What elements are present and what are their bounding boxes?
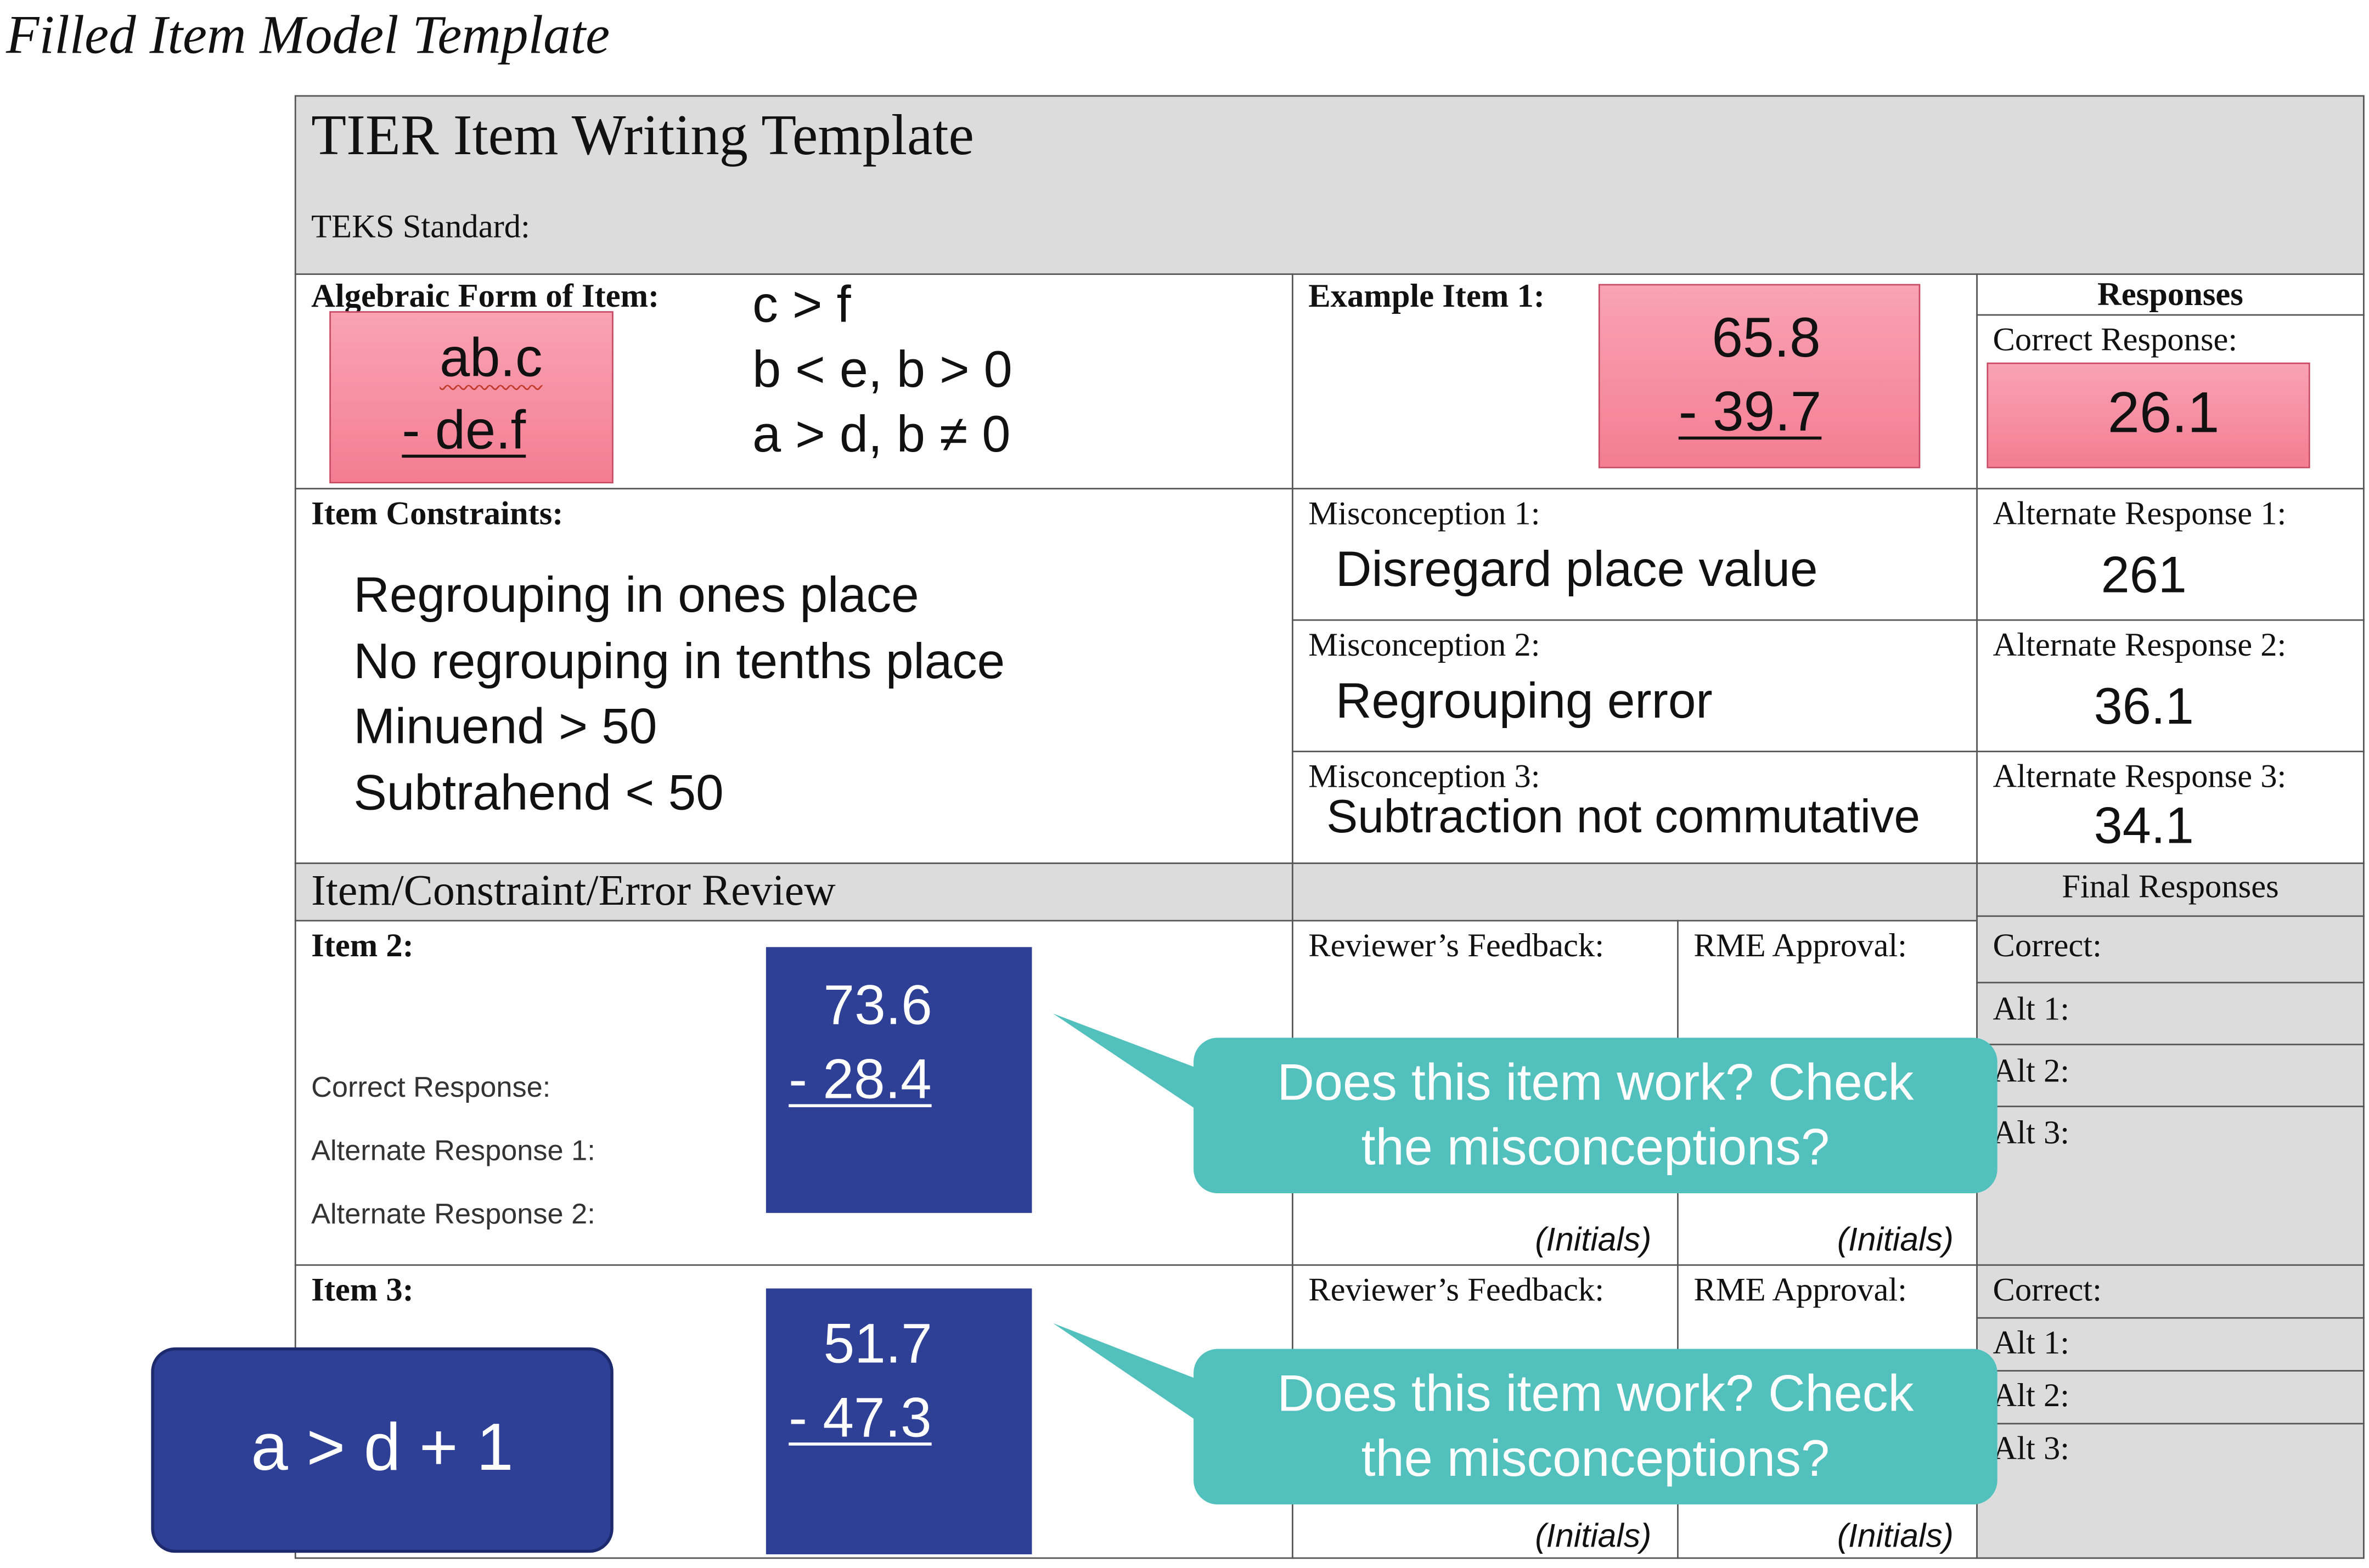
item-3-callout-tail bbox=[1053, 1323, 1209, 1429]
item-2-final-correct: Correct: bbox=[1993, 926, 2102, 964]
item-2-bubble-line1: Does this item work? Check bbox=[1277, 1054, 1914, 1112]
misconception-3-value: Subtraction not commutative bbox=[1326, 789, 1920, 843]
misconception-2-value: Regrouping error bbox=[1335, 672, 1713, 729]
algebraic-line2: - de.f bbox=[402, 398, 526, 461]
item-2-feedback-label: Reviewer’s Feedback: bbox=[1308, 926, 1605, 964]
algebraic-constraint-1: c > f bbox=[752, 276, 851, 334]
header-band bbox=[294, 95, 2365, 274]
algebraic-form-box bbox=[329, 311, 614, 484]
item-2-callout-tail bbox=[1053, 1013, 1209, 1118]
constraint-4: Subtrahend < 50 bbox=[353, 764, 724, 820]
final-responses-column bbox=[1976, 862, 2365, 1559]
item-3-line2: - 47.3 bbox=[789, 1386, 932, 1449]
item-3-line1: 51.7 bbox=[823, 1312, 932, 1375]
algebraic-form-label: Algebraic Form of Item: bbox=[311, 276, 660, 314]
item-2-alt1-label: Alternate Response 1: bbox=[311, 1136, 595, 1168]
template-table bbox=[294, 95, 2365, 1559]
item-3-approval-initials: (Initials) bbox=[1837, 1516, 1954, 1555]
correct-response-box bbox=[1987, 362, 2310, 469]
item-2-box bbox=[766, 947, 1032, 1213]
item-2-line1: 73.6 bbox=[823, 974, 932, 1036]
algebraic-constraint-3: a > d, b ≠ 0 bbox=[752, 406, 1011, 464]
item-2-final-alt2: Alt 2: bbox=[1993, 1051, 2070, 1090]
item-2-line2: - 28.4 bbox=[789, 1048, 932, 1110]
teks-standard-label: TEKS Standard: bbox=[311, 207, 530, 245]
item-3-approval-label: RME Approval: bbox=[1693, 1270, 1907, 1308]
example-line1: 65.8 bbox=[1712, 306, 1821, 369]
item-2-label: Item 2: bbox=[311, 926, 414, 964]
example-item-label: Example Item 1: bbox=[1308, 276, 1545, 314]
item-3-bubble-line2: the misconceptions? bbox=[1361, 1430, 1830, 1488]
misconception-1-value: Disregard place value bbox=[1335, 540, 1818, 597]
misconception-1-label: Misconception 1: bbox=[1308, 494, 1540, 532]
item-2-approval-initials: (Initials) bbox=[1837, 1220, 1954, 1259]
item-2-alt2-label: Alternate Response 2: bbox=[311, 1199, 595, 1231]
item-2-approval-label: RME Approval: bbox=[1693, 926, 1907, 964]
added-constraint-box: a > d + 1 bbox=[151, 1347, 614, 1553]
review-band bbox=[294, 862, 1977, 920]
alt-response-1-value: 261 bbox=[2101, 546, 2187, 605]
item-2-review-bubble: Does this item work? Check the misconcep… bbox=[1194, 1037, 1997, 1194]
alt-response-2-value: 36.1 bbox=[2094, 678, 2194, 736]
correct-response-value: 26.1 bbox=[2107, 382, 2220, 446]
item-3-final-alt3: Alt 3: bbox=[1993, 1429, 2070, 1467]
misconception-3-label: Misconception 3: bbox=[1308, 757, 1540, 795]
added-constraint-text: a > d + 1 bbox=[251, 1411, 514, 1485]
item-2-bubble-line2: the misconceptions? bbox=[1361, 1119, 1830, 1177]
constraint-2: No regrouping in tenths place bbox=[353, 633, 1005, 689]
constraint-3: Minuend > 50 bbox=[353, 697, 657, 754]
correct-response-label: Correct Response: bbox=[1993, 320, 2238, 358]
algebraic-line1: ab.c bbox=[440, 326, 543, 388]
misconception-2-label: Misconception 2: bbox=[1308, 625, 1540, 663]
item-3-box bbox=[766, 1288, 1032, 1555]
item-3-review-bubble: Does this item work? Check the misconcep… bbox=[1194, 1349, 1997, 1505]
alt-response-3-label: Alternate Response 3: bbox=[1993, 757, 2287, 795]
item-2-final-alt3: Alt 3: bbox=[1993, 1113, 2070, 1151]
item-2-final-alt1: Alt 1: bbox=[1993, 989, 2070, 1028]
review-title: Item/Constraint/Error Review bbox=[311, 867, 836, 916]
alt-response-2-label: Alternate Response 2: bbox=[1993, 625, 2287, 663]
final-responses-header: Final Responses bbox=[2062, 867, 2279, 905]
alt-response-1-label: Alternate Response 1: bbox=[1993, 494, 2287, 532]
constraint-1: Regrouping in ones place bbox=[353, 566, 919, 623]
item-3-feedback-label: Reviewer’s Feedback: bbox=[1308, 1270, 1605, 1308]
responses-header: Responses bbox=[2097, 275, 2243, 313]
item-3-label: Item 3: bbox=[311, 1270, 414, 1308]
template-title: TIER Item Writing Template bbox=[311, 104, 974, 168]
item-3-final-alt2: Alt 2: bbox=[1993, 1376, 2070, 1414]
item-3-final-alt1: Alt 1: bbox=[1993, 1323, 2070, 1361]
alt-response-3-value: 34.1 bbox=[2094, 797, 2194, 855]
example-line2: - 39.7 bbox=[1678, 380, 1822, 443]
item-3-feedback-initials: (Initials) bbox=[1535, 1516, 1652, 1555]
algebraic-constraint-2: b < e, b > 0 bbox=[752, 341, 1012, 399]
item-2-correct-label: Correct Response: bbox=[311, 1072, 551, 1104]
item-constraints-label: Item Constraints: bbox=[311, 494, 564, 532]
item-2-feedback-initials: (Initials) bbox=[1535, 1220, 1652, 1259]
item-3-final-correct: Correct: bbox=[1993, 1270, 2102, 1308]
example-item-box bbox=[1598, 284, 1921, 469]
figure-caption: Filled Item Model Template bbox=[6, 4, 610, 65]
item-3-bubble-line1: Does this item work? Check bbox=[1277, 1365, 1914, 1423]
